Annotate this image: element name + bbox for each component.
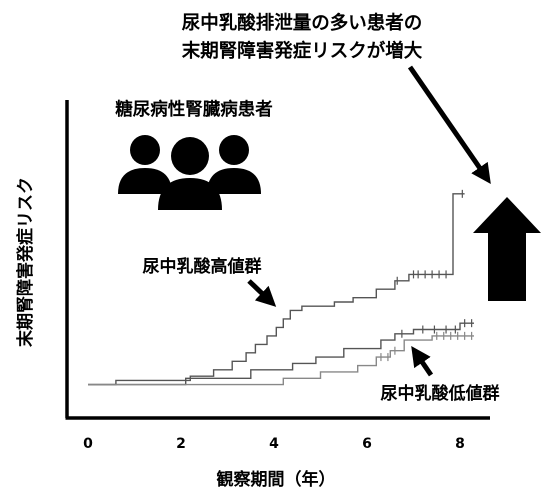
x-axis-label: 観察期間（年） [217,469,336,490]
low-group-pointer-arrow [411,345,434,377]
y-axis-label: 末期腎障害発症リスク [15,177,36,347]
series-layer [88,189,474,386]
x-tick-0: 0 [83,436,93,452]
series-line-1 [88,322,474,386]
legend-low-group: 尿中乳酸低値群 [381,383,500,404]
x-tick-8: 8 [455,436,465,452]
x-tick-6: 6 [362,436,372,452]
x-tick-labels: 0 2 4 6 8 [83,436,465,452]
population-label: 糖尿病性腎臓病患者 [115,99,273,120]
series-line-0 [88,193,465,386]
risk-increase-arrow-icon [473,197,541,301]
legend-high-group: 尿中乳酸高値群 [143,256,262,277]
title-pointer-arrow [407,65,491,184]
chart-title-line-1: 尿中乳酸排泄量の多い患者の [182,12,423,34]
high-group-pointer-arrow [247,279,277,307]
patients-group-icon [118,135,261,210]
x-tick-2: 2 [176,436,186,452]
chart-title-line-2: 末期腎障害発症リスクが増大 [182,40,423,62]
x-tick-4: 4 [269,436,279,452]
series-line-2 [88,335,474,386]
